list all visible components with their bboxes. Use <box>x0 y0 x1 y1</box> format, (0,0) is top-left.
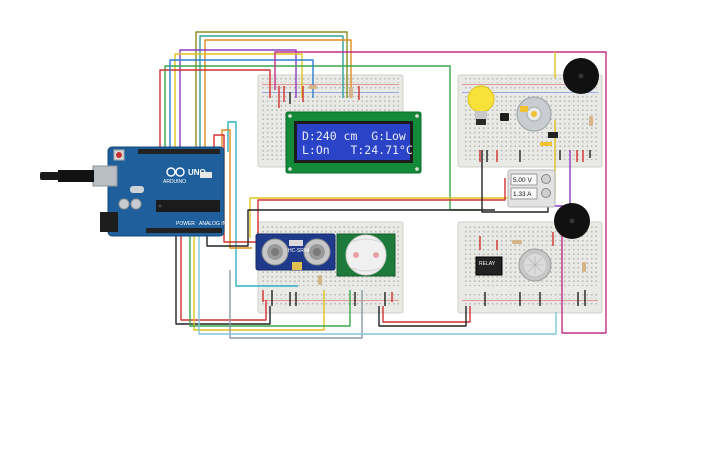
wire-red-bottom[interactable] <box>180 236 267 321</box>
wire-black-low[interactable] <box>206 209 495 247</box>
power-label: POWER <box>176 221 195 227</box>
wire-red-top[interactable] <box>159 69 271 150</box>
ultrasonic-label: HC-SR04 <box>288 248 310 254</box>
gas-sensor <box>518 248 552 282</box>
wire-cyan-bottom[interactable] <box>198 236 557 335</box>
wire-yellow-right[interactable] <box>249 52 556 238</box>
wire-red-low[interactable] <box>213 134 506 243</box>
voltage-knob[interactable] <box>541 174 551 184</box>
relay-label: RELAY <box>479 261 496 267</box>
lcd-display: D:240 cm G:Low L:On T:24.71°C <box>285 111 422 174</box>
lcd-screen <box>297 124 410 160</box>
relay-module: RELAY <box>475 256 503 276</box>
arduino-logo-icon <box>166 167 185 177</box>
wire-black-bottom[interactable] <box>175 236 271 325</box>
board-brand-text: UNO <box>188 168 206 177</box>
arduino-uno-board[interactable]: UNO ARDUINO POWER ANALOG IN <box>40 146 227 237</box>
wire-orange[interactable] <box>204 39 352 150</box>
wire-magenta[interactable] <box>274 51 607 334</box>
power-supply: 5.00 V 1.33 A <box>507 169 556 208</box>
usb-port[interactable] <box>92 165 118 187</box>
pir-sensor <box>336 233 396 277</box>
wire-green-bottom[interactable] <box>189 236 351 327</box>
wire-purple[interactable] <box>179 49 297 150</box>
dc-motor <box>516 96 558 138</box>
piezo-buzzer-bottom <box>554 203 590 239</box>
wire-olive[interactable] <box>195 31 348 150</box>
wire-teal[interactable] <box>199 35 344 150</box>
piezo-buzzer-top <box>563 58 599 94</box>
board-model-text: ARDUINO <box>163 179 186 185</box>
wire-red-bridge[interactable] <box>382 306 471 323</box>
power-jack[interactable] <box>100 212 118 232</box>
light-bulb-icon <box>467 85 495 125</box>
wire-black-bridge[interactable] <box>378 306 467 327</box>
microcontroller-chip <box>156 200 220 212</box>
analog-label: ANALOG IN <box>199 221 227 227</box>
transistor <box>500 113 509 121</box>
lcd-line-1: D:240 cm G:Low <box>302 129 406 143</box>
wire-yellow-top[interactable] <box>174 53 303 150</box>
supply-current: 1.33 A <box>513 191 532 198</box>
wire-yellow-bottom[interactable] <box>193 236 325 331</box>
supply-voltage: 5.00 V <box>513 177 532 184</box>
current-knob[interactable] <box>541 188 551 198</box>
wire-teal-low[interactable] <box>227 121 298 287</box>
lcd-line-2: L:On T:24.71°C <box>302 143 413 157</box>
wire-orange-low[interactable] <box>221 129 252 249</box>
wire-gray-bottom[interactable] <box>229 270 363 339</box>
wires <box>159 31 607 339</box>
ultrasonic-sensor: HC-SR04 <box>255 233 336 271</box>
wire-blue-top[interactable] <box>169 59 314 150</box>
resistors <box>309 85 593 285</box>
